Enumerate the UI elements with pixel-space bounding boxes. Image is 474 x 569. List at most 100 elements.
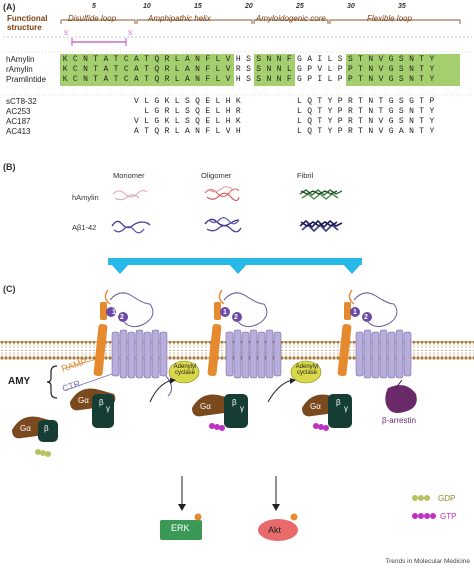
amy-label: AMY xyxy=(8,376,31,387)
residue: Q xyxy=(195,107,200,116)
residue xyxy=(111,127,121,137)
residue: E xyxy=(205,107,211,116)
residue: R xyxy=(347,107,353,116)
residue: Q xyxy=(154,127,160,136)
blue-arrow-left xyxy=(110,263,130,274)
residue: L xyxy=(297,107,302,116)
residue: Y xyxy=(429,107,435,116)
residue: T xyxy=(113,55,119,64)
residue: A xyxy=(184,75,190,84)
residue: N xyxy=(83,65,88,74)
legend-gtp-beads xyxy=(412,513,436,519)
residue: C xyxy=(72,65,78,74)
residue: A xyxy=(134,55,139,64)
residue xyxy=(254,127,264,137)
residue: V xyxy=(225,55,231,64)
residue: V xyxy=(225,127,231,136)
row-abeta: Aβ1-42 xyxy=(72,223,97,232)
residue: V xyxy=(378,117,384,126)
residue xyxy=(131,107,141,117)
gbeta-label-2: β xyxy=(99,398,104,407)
residue xyxy=(254,97,264,107)
residue: H xyxy=(225,107,231,116)
peptide-names-top: hAmylin rAmylin Pramlintide xyxy=(6,55,46,85)
residue: A xyxy=(307,55,312,64)
resnum-5: 5 xyxy=(92,3,96,10)
site2-label-3: 2 xyxy=(364,314,368,321)
gtp-beads-2 xyxy=(313,423,329,431)
residue: T xyxy=(93,75,99,84)
residue: Y xyxy=(327,117,333,126)
residue: H xyxy=(235,75,241,84)
residue: S xyxy=(184,117,190,126)
residue xyxy=(111,97,121,107)
highlight-helix-block xyxy=(60,54,234,86)
adenylyl-line1: Adenylyl xyxy=(295,364,319,370)
residue: G xyxy=(388,117,394,126)
binding-site-2 xyxy=(118,312,128,322)
residue: N xyxy=(266,65,272,74)
residue: L xyxy=(297,117,302,126)
residue xyxy=(70,97,80,107)
galpha-label-4: Gα xyxy=(310,402,321,411)
gbeta-label-1: β xyxy=(44,424,49,433)
residue: V xyxy=(134,117,139,126)
residue: T xyxy=(358,75,363,84)
residue: T xyxy=(358,97,363,106)
residue: T xyxy=(317,107,323,116)
residue: P xyxy=(307,65,312,74)
residue: S xyxy=(398,75,404,84)
residue: Q xyxy=(307,117,312,126)
blue-bar xyxy=(108,258,362,265)
residue: K xyxy=(164,97,170,106)
residue: G xyxy=(409,97,414,106)
residue: L xyxy=(215,65,221,74)
residue: L xyxy=(174,75,180,84)
beta-arrestin-shape xyxy=(385,385,417,413)
residue: N xyxy=(368,107,374,116)
residue: Q xyxy=(307,127,312,136)
site1-label-2: 1 xyxy=(223,309,227,316)
residue: L xyxy=(297,127,302,136)
blue-arrow-middle xyxy=(228,263,248,274)
residue: A xyxy=(134,75,139,84)
residue: N xyxy=(195,75,200,84)
residue: A xyxy=(103,75,109,84)
region-disulfide-loop: Disulfide loop xyxy=(68,14,117,23)
adenylyl-line2: cyclase xyxy=(296,370,317,376)
residue: G xyxy=(154,107,160,116)
residue: T xyxy=(144,75,149,84)
residue: L xyxy=(174,107,180,116)
g-protein-4 xyxy=(302,394,352,428)
residue: N xyxy=(195,127,200,136)
residue: T xyxy=(358,65,363,74)
residue: L xyxy=(174,65,180,74)
erk-label: ERK xyxy=(171,523,190,533)
residue xyxy=(274,127,284,137)
residue: T xyxy=(144,55,149,64)
residue: K xyxy=(235,97,241,106)
residue: T xyxy=(93,55,99,64)
residue xyxy=(121,107,131,117)
binding-site-1 xyxy=(350,307,360,317)
adenylyl-line1: Adenylyl xyxy=(173,364,197,370)
residue: I xyxy=(317,75,323,84)
amy-brace xyxy=(46,365,58,399)
residue: V xyxy=(134,97,139,106)
functional-structure-label: Functional structure xyxy=(7,14,47,32)
erk-phospho xyxy=(194,513,202,521)
binding-site-1 xyxy=(106,307,116,317)
residue: K xyxy=(164,117,170,126)
residue: L xyxy=(215,55,221,64)
residue xyxy=(243,97,253,107)
binding-site-1 xyxy=(220,307,230,317)
residue: R xyxy=(235,65,241,74)
residue: K xyxy=(62,75,68,84)
panel-c-label: (C) xyxy=(3,284,16,294)
residue: N xyxy=(195,55,200,64)
residue: S xyxy=(398,97,404,106)
col-fibril: Fibril xyxy=(297,171,314,180)
residue: R xyxy=(164,55,170,64)
legend-gdp-label: GDP xyxy=(438,494,456,503)
